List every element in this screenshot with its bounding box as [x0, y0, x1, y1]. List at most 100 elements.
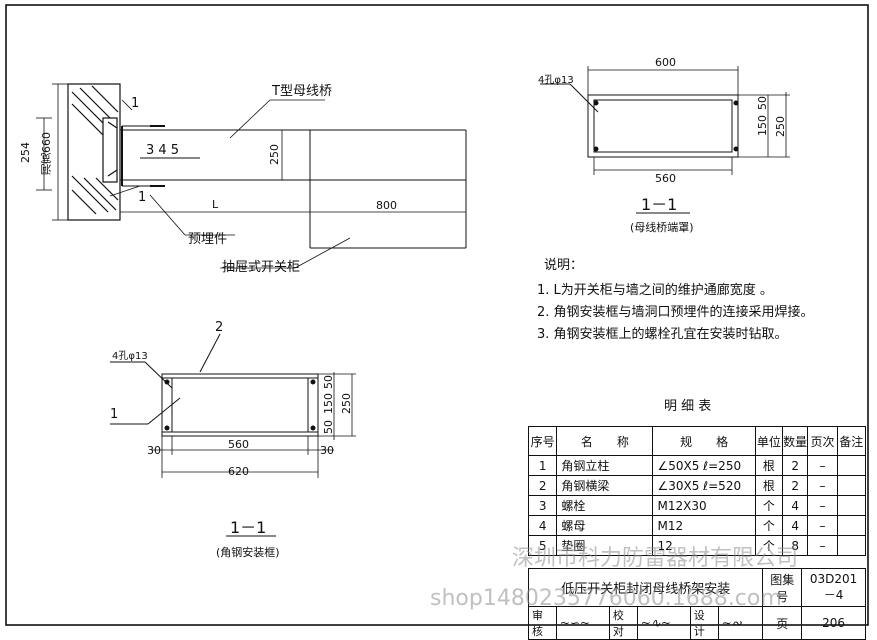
- note-1: 1. L为开关柜与墙之间的维护通廊宽度 。: [537, 283, 773, 298]
- busway-label: T型母线桥: [272, 84, 332, 99]
- wall-section: [67, 83, 121, 221]
- end-cover-dim-600: 600: [655, 56, 676, 69]
- frame-caption: (角钢安装框): [216, 546, 280, 559]
- review-signature: ~∽~: [555, 606, 610, 640]
- frame-dim-620: 620: [228, 465, 249, 478]
- section-mark-top: 1: [131, 96, 140, 111]
- note-2: 2. 角钢安装框与墙洞口预埋件的连接采用焊接。: [537, 305, 814, 320]
- frame-dim-30a: 30: [147, 444, 161, 457]
- end-cover-dim-50: 50: [756, 96, 769, 110]
- page-number: 206: [801, 606, 866, 640]
- end-cover-caption: (母线桥端罩): [630, 221, 694, 234]
- frame-part-2: 2: [215, 320, 224, 335]
- frame-dim-50a: 50: [322, 375, 335, 389]
- end-cover-dim-560: 560: [655, 172, 676, 185]
- bom-cell: 2: [781, 475, 809, 496]
- table-row: 4 螺母 M12 个 4 –: [527, 515, 867, 536]
- bom-cell: 根: [754, 475, 783, 496]
- drawing-title: 低压开关柜封闭母线桥架安装: [527, 568, 764, 607]
- bom-cell: M12: [652, 515, 756, 536]
- end-cover-section: 1－1: [641, 195, 678, 214]
- frame-part-1: 1: [110, 407, 119, 422]
- frame-dim-30b: 30: [320, 444, 334, 457]
- cabinet-label: 抽屉式开关柜: [222, 260, 301, 275]
- end-cover-dim-150: 150: [756, 115, 769, 136]
- table-row: 2 角钢横梁 ∠30X5 ℓ=520 根 2 –: [527, 475, 867, 496]
- bom-cell: 2: [527, 475, 558, 496]
- section-mark-bottom: 1: [138, 190, 147, 205]
- bom-cell: –: [807, 455, 838, 476]
- end-cover-holes: 4孔φ13: [538, 75, 574, 86]
- bom-cell: 角钢立柱: [556, 455, 654, 476]
- bom-cell: –: [807, 515, 838, 536]
- page-label: 页: [762, 606, 803, 640]
- frame-holes: 4孔φ13: [112, 351, 148, 362]
- sheet-border: [5, 4, 869, 626]
- bom-cell: –: [807, 535, 838, 556]
- bom-cell: –: [807, 475, 838, 496]
- end-cover-drawing: [540, 66, 790, 214]
- bom-cell: 3: [527, 495, 558, 516]
- bom-header-cell: 备注: [836, 426, 867, 456]
- bom-cell: 个: [754, 495, 783, 516]
- dim-800: 800: [376, 199, 397, 212]
- bom-table: 序号 名 称 规 格 单位 数量 页次 备注 1 角钢立柱 ∠50X5 ℓ=25…: [527, 426, 867, 556]
- bom-cell: [836, 475, 867, 496]
- bom-header-cell: 页次: [807, 426, 838, 456]
- bom-cell: 12: [652, 535, 756, 556]
- embed-label: 预埋件: [188, 232, 228, 247]
- bom-cell: [836, 455, 867, 476]
- bom-header-cell: 序号: [527, 426, 558, 456]
- bom-cell: 5: [527, 535, 558, 556]
- bom-cell: 螺栓: [556, 495, 654, 516]
- watermark-company: 深圳市科力防雷器材有限公司: [512, 546, 799, 571]
- bom-cell: 4: [781, 495, 809, 516]
- bom-cell: 8: [781, 535, 809, 556]
- atlas-number: 03D201－4: [801, 568, 866, 607]
- note-3: 3. 角钢安装框上的螺栓孔宜在安装时钻取。: [537, 327, 788, 342]
- bom-cell: 个: [754, 515, 783, 536]
- dim-L: L: [212, 198, 219, 211]
- bom-cell: [836, 495, 867, 516]
- bom-cell: [836, 535, 867, 556]
- bom-cell: 4: [781, 515, 809, 536]
- check-signature: ~∿~: [636, 606, 691, 640]
- review-label: 审核: [528, 606, 557, 640]
- bom-header-row: 序号 名 称 规 格 单位 数量 页次 备注: [527, 426, 867, 456]
- bom-cell: –: [807, 495, 838, 516]
- bom-cell: 4: [527, 515, 558, 536]
- busway-body: [120, 125, 467, 249]
- design-signature: ∼∾: [717, 606, 764, 640]
- bom-header-cell: 规 格: [652, 426, 756, 456]
- bom-header-cell: 名 称: [556, 426, 654, 456]
- dim-254: 254: [19, 142, 32, 163]
- frame-drawing: [110, 333, 356, 537]
- front-view-dims: [36, 83, 467, 269]
- bom-cell: 垫圈: [556, 535, 654, 556]
- design-label: 设计: [689, 606, 719, 640]
- bom-cell: 2: [781, 455, 809, 476]
- bom-cell: ∠30X5 ℓ=520: [652, 475, 756, 496]
- dim-hole-width: 洞宽660: [40, 132, 53, 175]
- dim-250-front: 250: [268, 144, 281, 165]
- frame-dim-250: 250: [340, 393, 353, 414]
- table-row: 3 螺栓 M12X30 个 4 –: [527, 495, 867, 516]
- bom-title: 明 细 表: [664, 399, 712, 414]
- bom-cell: 1: [527, 455, 558, 476]
- bom-cell: [836, 515, 867, 536]
- end-cover-dim-250: 250: [774, 116, 787, 137]
- frame-dim-150: 150: [322, 393, 335, 414]
- bom-header-cell: 单位: [754, 426, 783, 456]
- table-row: 1 角钢立柱 ∠50X5 ℓ=250 根 2 –: [527, 455, 867, 476]
- frame-dim-50b: 50: [322, 420, 335, 434]
- bom-cell: 螺母: [556, 515, 654, 536]
- bom-cell: M12X30: [652, 495, 756, 516]
- bom-cell: ∠50X5 ℓ=250: [652, 455, 756, 476]
- table-row: 5 垫圈 12 个 8 –: [527, 535, 867, 556]
- part-numbers: 3 4 5: [146, 143, 180, 158]
- notes-title: 说明：: [544, 258, 584, 273]
- frame-dim-560: 560: [228, 438, 249, 451]
- check-label: 校对: [608, 606, 638, 640]
- frame-section: 1－1: [230, 518, 267, 537]
